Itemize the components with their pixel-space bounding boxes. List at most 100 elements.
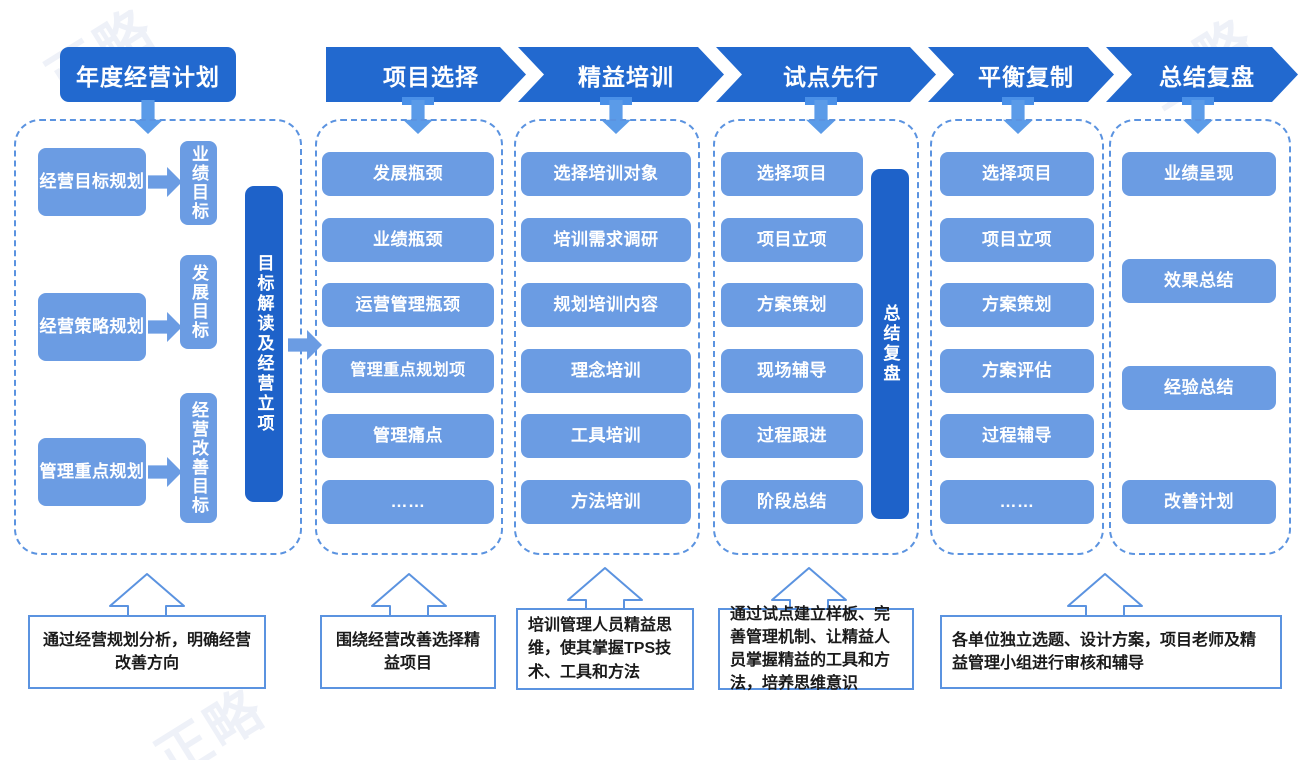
c5-item-6[interactable]: …… bbox=[940, 480, 1094, 524]
c2-item-2-label: 业绩瓶颈 bbox=[373, 230, 443, 250]
c1-left-item-1-label: 经营目标规划 bbox=[39, 172, 145, 192]
c6-item-3[interactable]: 经验总结 bbox=[1122, 366, 1276, 410]
c4-summary-bar-label: 总结复盘 bbox=[880, 304, 900, 384]
c5-item-4[interactable]: 方案评估 bbox=[940, 349, 1094, 393]
c5-item-5-label: 过程辅导 bbox=[982, 426, 1052, 446]
c6-item-1[interactable]: 业绩呈现 bbox=[1122, 152, 1276, 196]
c4-item-1[interactable]: 选择项目 bbox=[721, 152, 863, 196]
c2-item-1[interactable]: 发展瓶颈 bbox=[322, 152, 494, 196]
panel-column-4 bbox=[713, 119, 919, 555]
c2-item-6-label: …… bbox=[390, 492, 426, 512]
c1-right-item-3-label: 经营改善目标 bbox=[189, 401, 208, 515]
c1-right-item-1[interactable]: 业绩目标 bbox=[180, 141, 217, 225]
caption-box-3: 培训管理人员精益思维，使其掌握TPS技术、工具和方法 bbox=[516, 608, 694, 690]
c3-item-2[interactable]: 培训需求调研 bbox=[521, 218, 691, 262]
c2-item-5[interactable]: 管理痛点 bbox=[322, 414, 494, 458]
caption-box-5-text: 各单位独立选题、设计方案，项目老师及精益管理小组进行审核和辅导 bbox=[952, 631, 1257, 672]
caption-box-3-text: 培训管理人员精益思维，使其掌握TPS技术、工具和方法 bbox=[528, 617, 673, 681]
c3-item-1-label: 选择培训对象 bbox=[553, 164, 659, 184]
title-block[interactable]: 年度经营计划 bbox=[60, 47, 236, 102]
c5-item-3-label: 方案策划 bbox=[982, 295, 1052, 315]
c1-right-item-2[interactable]: 发展目标 bbox=[180, 255, 217, 349]
c1-right-item-3[interactable]: 经营改善目标 bbox=[180, 393, 217, 523]
c2-item-4[interactable]: 管理重点规划项 bbox=[322, 349, 494, 393]
c4-item-3[interactable]: 方案策划 bbox=[721, 283, 863, 327]
c4-item-6[interactable]: 阶段总结 bbox=[721, 480, 863, 524]
header-step-5-label: 总结复盘 bbox=[1159, 63, 1255, 90]
c6-item-2[interactable]: 效果总结 bbox=[1122, 259, 1276, 303]
c3-item-6[interactable]: 方法培训 bbox=[521, 480, 691, 524]
c4-item-2-label: 项目立项 bbox=[757, 230, 827, 250]
c5-item-1-label: 选择项目 bbox=[982, 164, 1052, 184]
header-step-3[interactable]: 试点先行 bbox=[716, 47, 936, 102]
c1-left-item-1[interactable]: 经营目标规划 bbox=[38, 148, 146, 216]
c1-summary-bar[interactable]: 目标解读及经营立项 bbox=[245, 186, 283, 502]
up-arrow-icon bbox=[370, 572, 448, 620]
up-arrow-icon bbox=[108, 572, 186, 620]
caption-box-2-text: 围绕经营改善选择精益项目 bbox=[335, 631, 480, 672]
header-step-2-label: 精益培训 bbox=[578, 63, 674, 90]
c2-item-3[interactable]: 运营管理瓶颈 bbox=[322, 283, 494, 327]
c3-item-4[interactable]: 理念培训 bbox=[521, 349, 691, 393]
c5-item-1[interactable]: 选择项目 bbox=[940, 152, 1094, 196]
c5-item-5[interactable]: 过程辅导 bbox=[940, 414, 1094, 458]
c1-left-item-2[interactable]: 经营策略规划 bbox=[38, 293, 146, 361]
c5-item-6-label: …… bbox=[999, 492, 1035, 512]
c2-item-2[interactable]: 业绩瓶颈 bbox=[322, 218, 494, 262]
c6-item-3-label: 经验总结 bbox=[1164, 378, 1234, 398]
c4-item-5[interactable]: 过程跟进 bbox=[721, 414, 863, 458]
panel-column-2 bbox=[315, 119, 503, 555]
c5-item-3[interactable]: 方案策划 bbox=[940, 283, 1094, 327]
c4-item-4[interactable]: 现场辅导 bbox=[721, 349, 863, 393]
title-block-label: 年度经营计划 bbox=[76, 63, 220, 90]
c6-item-1-label: 业绩呈现 bbox=[1164, 164, 1234, 184]
caption-box-1-text: 通过经营规划分析，明确经营改善方向 bbox=[42, 631, 251, 672]
c6-item-2-label: 效果总结 bbox=[1164, 271, 1234, 291]
panel-column-1 bbox=[14, 119, 302, 555]
panel-column-5 bbox=[930, 119, 1104, 555]
header-step-2[interactable]: 精益培训 bbox=[518, 47, 724, 102]
header-step-1[interactable]: 项目选择 bbox=[326, 47, 526, 102]
header-step-3-label: 试点先行 bbox=[783, 63, 879, 90]
c6-item-4[interactable]: 改善计划 bbox=[1122, 480, 1276, 524]
c4-item-1-label: 选择项目 bbox=[757, 164, 827, 184]
c1-right-item-1-label: 业绩目标 bbox=[189, 145, 208, 221]
header-step-4[interactable]: 平衡复制 bbox=[928, 47, 1114, 102]
c4-item-4-label: 现场辅导 bbox=[757, 361, 827, 381]
c1-summary-bar-label: 目标解读及经营立项 bbox=[254, 254, 274, 434]
c3-item-3[interactable]: 规划培训内容 bbox=[521, 283, 691, 327]
caption-box-4: 通过试点建立样板、完善管理机制、让精益人员掌握精益的工具和方法，培养思维意识 bbox=[718, 606, 914, 692]
panel-column-3 bbox=[514, 119, 700, 555]
c3-item-5-label: 工具培训 bbox=[571, 426, 641, 446]
c2-item-6[interactable]: …… bbox=[322, 480, 494, 524]
c4-item-3-label: 方案策划 bbox=[757, 295, 827, 315]
c4-summary-bar[interactable]: 总结复盘 bbox=[871, 169, 909, 519]
header-step-4-label: 平衡复制 bbox=[978, 63, 1074, 90]
c4-item-6-label: 阶段总结 bbox=[757, 492, 827, 512]
c2-item-1-label: 发展瓶颈 bbox=[373, 164, 443, 184]
up-arrow-icon bbox=[566, 566, 644, 614]
c2-item-5-label: 管理痛点 bbox=[373, 426, 443, 446]
c3-item-4-label: 理念培训 bbox=[571, 361, 641, 381]
caption-box-5: 各单位独立选题、设计方案，项目老师及精益管理小组进行审核和辅导 bbox=[940, 615, 1282, 689]
caption-box-4-text: 通过试点建立样板、完善管理机制、让精益人员掌握精益的工具和方法，培养思维意识 bbox=[730, 605, 891, 693]
c3-item-2-label: 培训需求调研 bbox=[553, 230, 659, 250]
up-arrow-icon bbox=[1066, 572, 1144, 620]
c2-item-4-label: 管理重点规划项 bbox=[350, 361, 466, 379]
c4-item-2[interactable]: 项目立项 bbox=[721, 218, 863, 262]
c1-left-item-3[interactable]: 管理重点规划 bbox=[38, 438, 146, 506]
c1-right-item-2-label: 发展目标 bbox=[189, 264, 208, 340]
panel-column-6 bbox=[1109, 119, 1291, 555]
header-step-5[interactable]: 总结复盘 bbox=[1106, 47, 1298, 102]
c1-left-item-2-label: 经营策略规划 bbox=[39, 317, 145, 337]
c6-item-4-label: 改善计划 bbox=[1164, 492, 1234, 512]
c3-item-5[interactable]: 工具培训 bbox=[521, 414, 691, 458]
c5-item-2[interactable]: 项目立项 bbox=[940, 218, 1094, 262]
c3-item-6-label: 方法培训 bbox=[571, 492, 641, 512]
c3-item-3-label: 规划培训内容 bbox=[553, 295, 659, 315]
c1-left-item-3-label: 管理重点规划 bbox=[39, 462, 145, 482]
c5-item-2-label: 项目立项 bbox=[982, 230, 1052, 250]
caption-box-2: 围绕经营改善选择精益项目 bbox=[320, 615, 496, 689]
c3-item-1[interactable]: 选择培训对象 bbox=[521, 152, 691, 196]
